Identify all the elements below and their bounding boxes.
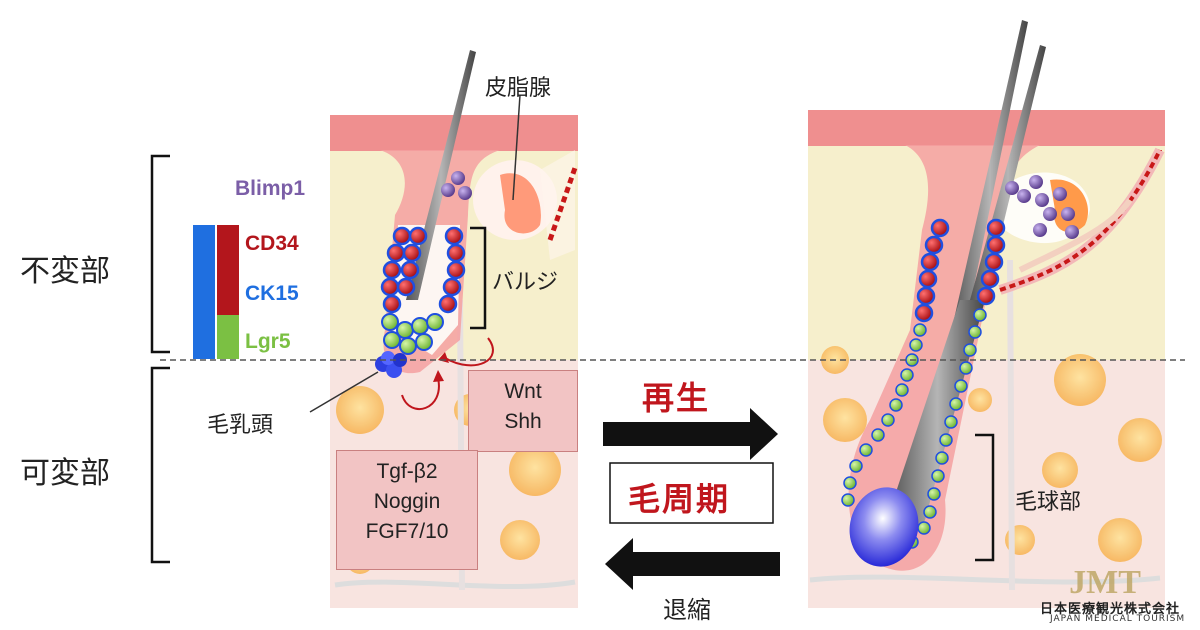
cd34-bar: [217, 225, 239, 315]
tgf-label: Tgf-β2: [376, 460, 438, 483]
hair-cycle-label: 毛周期: [628, 480, 731, 518]
ck15-bar: [193, 225, 215, 359]
logo-name-en: JAPAN MEDICAL TOURISM: [1050, 614, 1186, 624]
svg-text:JMT: JMT: [1069, 564, 1141, 601]
variable-zone-label: 可変部: [20, 456, 110, 491]
regression-label: 退縮: [663, 596, 711, 624]
sebaceous-gland-label: 皮脂腺: [485, 76, 552, 101]
papilla-label: 毛乳頭: [207, 413, 274, 438]
regeneration-arrow: [603, 408, 778, 460]
lgr5-bar: [217, 315, 239, 359]
right-panel: [808, 20, 1165, 608]
fgf-label: FGF7/10: [365, 520, 449, 543]
wnt-label: Wnt: [504, 380, 542, 403]
regeneration-label: 再生: [642, 379, 711, 417]
noggin-label: Noggin: [373, 490, 441, 513]
shh-label: Shh: [504, 410, 542, 433]
variable-zone-bracket: [150, 366, 170, 564]
lgr5-label: Lgr5: [245, 330, 291, 353]
stable-zone-bracket: [150, 154, 170, 354]
cd34-cells-right: [914, 218, 1006, 323]
hair-bulb-label: 毛球部: [1015, 490, 1082, 515]
lgr5-cells-right: [841, 308, 987, 549]
jmt-logo-mark: JMT: [1069, 564, 1141, 601]
hair-cycle-box: [609, 462, 774, 524]
regression-arrow: [605, 538, 780, 590]
cd34-label: CD34: [245, 232, 299, 255]
fat-cells-right: [821, 346, 1162, 562]
papilla-cells-left: [375, 351, 407, 378]
wnt-shh-box: Wnt Shh: [468, 370, 578, 452]
stable-zone-label: 不変部: [20, 254, 110, 289]
bulge-label: バルジ: [492, 270, 559, 295]
cd34-cells-left: [380, 226, 466, 314]
logo-name-jp: 日本医療観光株式会社: [1040, 602, 1181, 617]
blimp1-label: Blimp1: [235, 177, 306, 200]
blimp1-cells-right: [1005, 175, 1079, 239]
lgr5-cells-left: [381, 313, 444, 355]
ck15-label: CK15: [245, 282, 299, 305]
tgf-noggin-fgf-box: Tgf-β2 Noggin FGF7/10: [336, 450, 478, 570]
